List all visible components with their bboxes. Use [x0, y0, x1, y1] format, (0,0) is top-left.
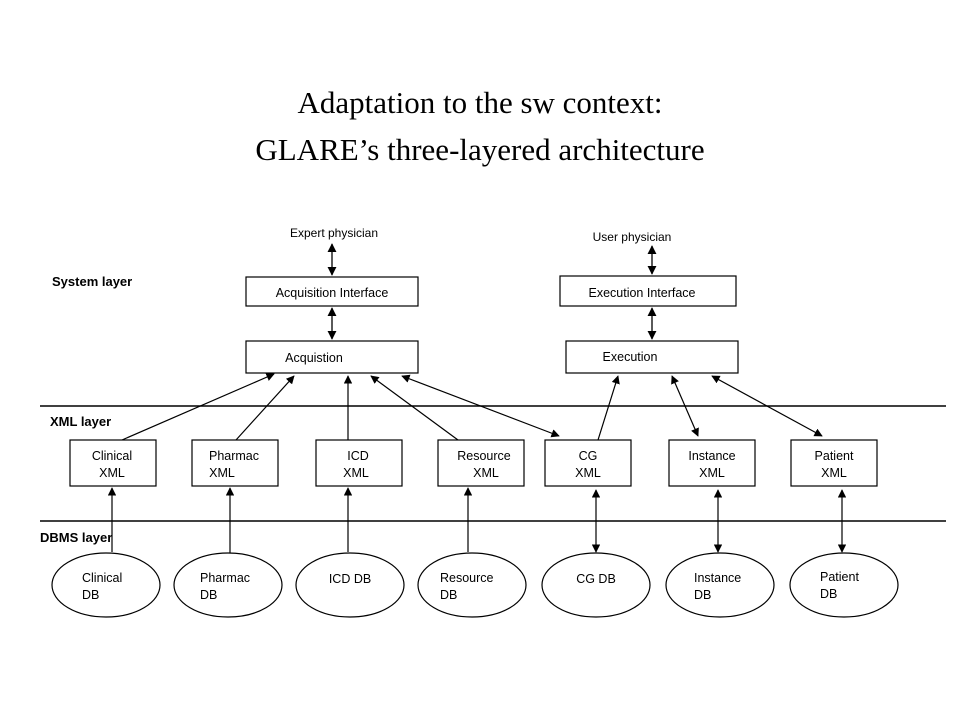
- acquisition-interface-box: Acquisition Interface: [245, 276, 419, 307]
- clinical-xml-line1: Clinical: [92, 449, 132, 463]
- instance-xml-line1: Instance: [688, 449, 735, 463]
- expert-physician-label: Expert physician: [290, 226, 378, 240]
- clinical-xml-to-acq-arrow: [121, 373, 275, 441]
- icd-db-line1: ICD DB: [329, 572, 371, 586]
- cg-db-line1: CG DB: [576, 572, 616, 586]
- instance-xml-line2: XML: [699, 466, 725, 480]
- cg-xml-box: CG XML: [544, 439, 632, 487]
- patient-xml-line2: XML: [821, 466, 847, 480]
- resource-xml-line1: Resource: [457, 449, 511, 463]
- pharmac-xml-line2: XML: [209, 466, 235, 480]
- acquisition-interface-label: Acquisition Interface: [276, 286, 389, 300]
- cg-xml-line2: XML: [575, 466, 601, 480]
- clinical-db-line1: Clinical: [82, 571, 122, 585]
- instance-xml-exec-arrow: [671, 375, 699, 437]
- xml-layer-label: XML layer: [50, 414, 111, 429]
- instance-xml-box: Instance XML: [668, 439, 756, 487]
- cg-xml-acq-arrow: [401, 374, 560, 438]
- user-physician-label: User physician: [593, 230, 672, 244]
- clinical-db-line2: DB: [82, 588, 99, 602]
- execution-interface-box: Execution Interface: [559, 275, 737, 307]
- acquisition-label: Acquistion: [285, 351, 343, 365]
- resource-xml-box: Resource XML: [437, 439, 525, 487]
- acquisition-box: Acquistion: [245, 340, 419, 374]
- pharmac-db-line2: DB: [200, 588, 217, 602]
- patient-xml-line1: Patient: [815, 449, 854, 463]
- resource-db-line2: DB: [440, 588, 457, 602]
- instance-db: Instance DB: [665, 552, 775, 618]
- resource-db: Resource DB: [417, 552, 527, 618]
- slide-title-line-2: GLARE’s three-layered architecture: [255, 132, 705, 167]
- cg-xml-to-exec-arrow: [597, 375, 620, 441]
- cg-xml-line1: CG: [579, 449, 598, 463]
- clinical-xml-line2: XML: [99, 466, 125, 480]
- pharmac-xml-line1: Pharmac: [209, 449, 259, 463]
- instance-db-line2: DB: [694, 588, 711, 602]
- resource-xml-line2: XML: [473, 466, 499, 480]
- execution-interface-label: Execution Interface: [588, 286, 695, 300]
- icd-xml-box: ICD XML: [315, 439, 403, 487]
- pharmac-xml-box: Pharmac XML: [191, 439, 279, 487]
- pharmac-xml-to-acq-arrow: [235, 375, 295, 441]
- clinical-xml-box: Clinical XML: [69, 439, 157, 487]
- execution-box: Execution: [565, 340, 739, 374]
- icd-xml-line1: ICD: [347, 449, 369, 463]
- dbms-layer-label: DBMS layer: [40, 530, 112, 545]
- patient-db-line1: Patient: [820, 570, 859, 584]
- resource-xml-to-acq-arrow: [370, 375, 459, 441]
- execution-label: Execution: [603, 350, 658, 364]
- pharmac-db: Pharmac DB: [173, 552, 283, 618]
- patient-xml-exec-arrow: [711, 375, 823, 437]
- icd-xml-line2: XML: [343, 466, 369, 480]
- slide-title-line-1: Adaptation to the sw context:: [297, 85, 663, 120]
- icd-db: ICD DB: [295, 552, 405, 618]
- pharmac-db-line1: Pharmac: [200, 571, 250, 585]
- system-layer-label: System layer: [52, 274, 132, 289]
- patient-db: Patient DB: [789, 552, 899, 618]
- resource-db-line1: Resource: [440, 571, 494, 585]
- patient-xml-box: Patient XML: [790, 439, 878, 487]
- patient-db-line2: DB: [820, 587, 837, 601]
- instance-db-line1: Instance: [694, 571, 741, 585]
- clinical-db: Clinical DB: [51, 552, 161, 618]
- cg-db: CG DB: [541, 552, 651, 618]
